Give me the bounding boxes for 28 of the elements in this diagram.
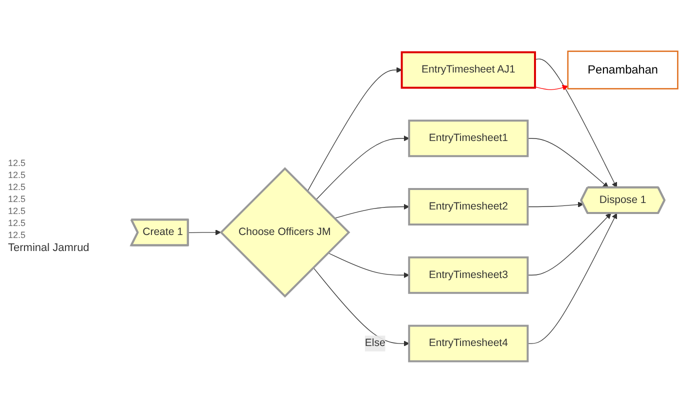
arrow	[316, 135, 410, 200]
arrow	[312, 267, 410, 346]
arrow	[188, 229, 222, 236]
node-box: Penambahan	[567, 50, 678, 90]
model-label: Terminal Jamrud	[8, 242, 90, 254]
probability-value: 12.5	[8, 206, 27, 216]
arrow	[527, 212, 617, 344]
probability-value: 12.5	[8, 194, 27, 204]
node-box: EntryTimesheet3	[408, 256, 529, 294]
arrow	[307, 66, 402, 192]
probability-value: 12.5	[8, 182, 27, 192]
arrow	[527, 138, 609, 188]
arrow	[527, 201, 584, 208]
arrow	[334, 204, 410, 218]
node-box: EntryTimesheet4	[408, 324, 529, 362]
probability-value: 12.5	[8, 230, 27, 240]
probability-value: 12.5	[8, 218, 27, 228]
node-box: EntryTimesheet AJ1	[400, 51, 536, 88]
arrow	[527, 212, 612, 276]
probability-value: 12.5	[8, 158, 27, 168]
edge-label: Else	[364, 337, 386, 349]
arrow	[328, 252, 410, 278]
node-box: EntryTimesheet1	[408, 119, 529, 157]
probability-value: 12.5	[8, 170, 27, 180]
node-box: EntryTimesheet2	[408, 188, 529, 226]
node-diamond: Choose Officers JM	[220, 166, 350, 298]
arrow	[534, 58, 617, 188]
arrow	[534, 84, 568, 90]
